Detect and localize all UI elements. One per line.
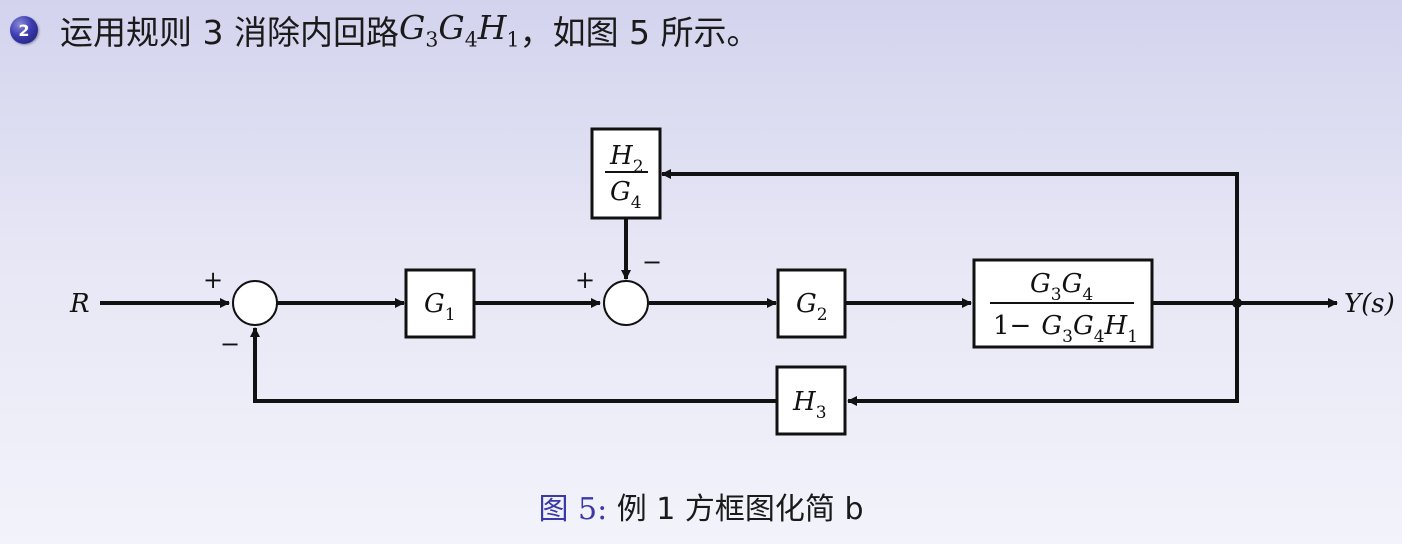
summing-junction-2 [603, 280, 649, 326]
figure-caption-text: 例 1 方框图化简 b [616, 492, 864, 527]
block-g1 [404, 268, 476, 339]
inner-loop-expression: G3G4H1 [398, 8, 520, 52]
h2g4-denominator: G4 [610, 177, 642, 213]
sum1-minus-sign: − [220, 330, 240, 358]
block-g1-label: G1 [424, 289, 456, 325]
figure-caption: 图 5: 例 1 方框图化简 b [0, 484, 1402, 528]
input-label: R [69, 289, 90, 319]
pickoff-point [1232, 298, 1242, 308]
feedback-line-h3-sum1 [250, 327, 777, 403]
block-g2 [776, 268, 847, 339]
step-number-badge: 2 [10, 16, 38, 44]
figure-number: 图 5: [538, 492, 608, 527]
feedback-line-upper [661, 169, 1239, 303]
block-h3-label: H3 [792, 387, 827, 423]
step-text: 运用规则 3 消除内回路 [60, 13, 399, 52]
sum2-minus-sign: − [642, 248, 662, 276]
summing-junction-1 [232, 280, 278, 326]
feedback-line-lower [847, 303, 1239, 406]
step-line: 2 运用规则 3 消除内回路 G3G4H1 ，如图 5 所示。 [10, 4, 760, 56]
loop-denominator: 1−G3G4H1 [993, 311, 1138, 347]
sum1-plus-sign: + [203, 266, 223, 294]
h2g4-numerator: H2 [609, 141, 644, 177]
block-g2-label: G2 [796, 289, 828, 325]
block-h2-over-g4 [590, 127, 662, 220]
sum2-plus-sign: + [575, 266, 595, 294]
block-h3 [775, 365, 847, 436]
step-text-tail: ，如图 5 所示。 [519, 13, 760, 52]
loop-numerator: G3G4 [1030, 269, 1093, 305]
output-label: Y(s) [1344, 289, 1395, 319]
